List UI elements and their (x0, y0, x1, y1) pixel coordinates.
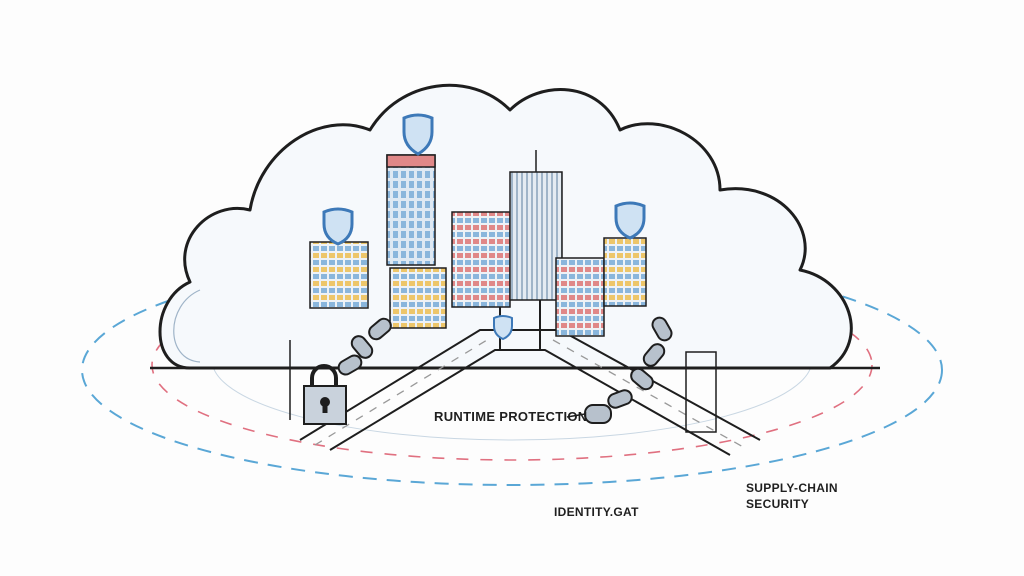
shield-icon (322, 113, 646, 341)
supply-label-line2: SECURITY (746, 497, 810, 511)
identity-gate-label: IDENTITY.GAT (554, 505, 639, 519)
buildings (309, 150, 647, 337)
chain-icon (337, 316, 673, 424)
padlock-icon (303, 364, 347, 425)
runtime-protection-label: RUNTIME PROTECTION (434, 409, 588, 424)
supply-label-line1: SUPPLY-CHAIN (746, 481, 838, 495)
gate-posts (289, 340, 717, 433)
supply-chain-security-label: SUPPLY-CHAIN SECURITY (746, 480, 838, 512)
roads (299, 300, 761, 456)
